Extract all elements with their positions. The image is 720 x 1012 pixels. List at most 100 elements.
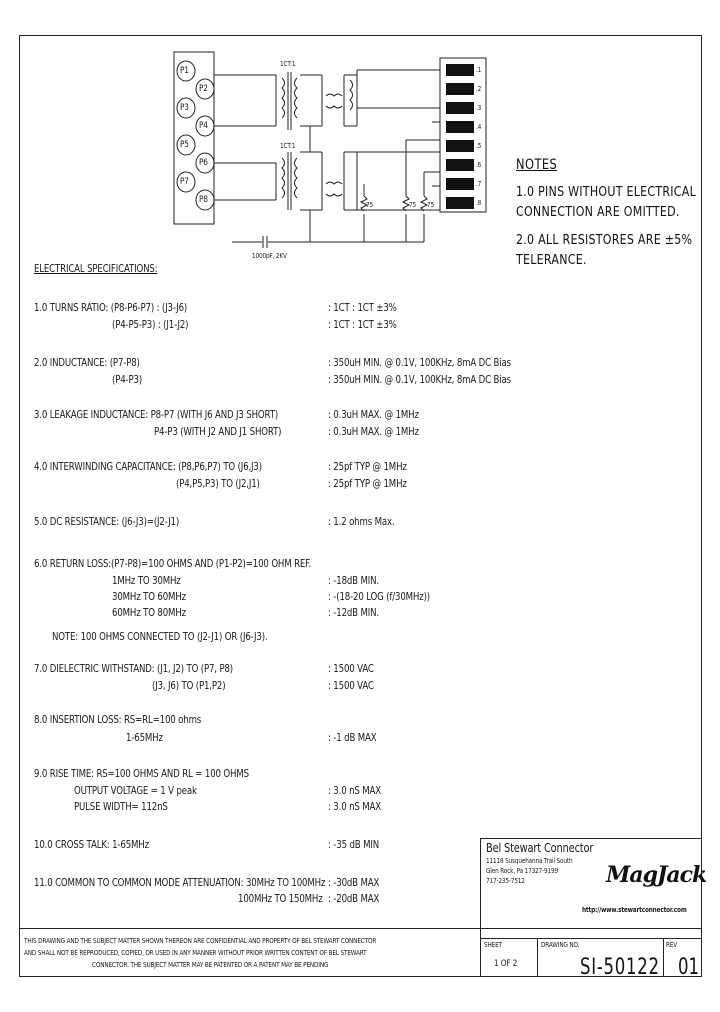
resistor-label-1: 75 <box>366 201 373 209</box>
spec-right-7: : 25pf TYP @ 1MHz <box>328 478 407 490</box>
spec-right-8: : 1.2 ohms Max. <box>328 516 395 528</box>
note-line-3: 2.0 ALL RESISTORES ARE ±5% <box>516 232 693 248</box>
spec-right-6: : 25pf TYP @ 1MHz <box>328 461 407 473</box>
titleblock-col-2 <box>537 938 538 976</box>
titleblock-left-border <box>480 838 481 938</box>
spec-left-9: 6.0 RETURN LOSS:(P7-P8)=100 OHMS AND (P1… <box>34 558 312 570</box>
spec-right-12: : -12dB MIN. <box>328 607 379 619</box>
bottom-ratio-label: 1CT:1 <box>280 142 296 150</box>
spec-left-15: (J3, J6) TO (P1,P2) <box>152 680 226 692</box>
disclaimer-line-3: CONNECTOR. THE SUBJECT MATTER MAY BE PAT… <box>92 961 329 969</box>
pad-label-7: .7 <box>476 180 482 188</box>
pin-p2 <box>195 78 215 100</box>
pin-p7 <box>176 171 196 193</box>
company-address-1: 11118 Susquehanna Trail South <box>486 857 573 865</box>
revision-label: REV <box>666 941 678 949</box>
disclaimer-line-1: THIS DRAWING AND THE SUBJECT MATTER SHOW… <box>24 937 377 945</box>
drawing-frame <box>19 35 702 977</box>
disclaimer-line-2: AND SHALL NOT BE REPRODUCED, COPIED, OR … <box>24 949 367 957</box>
pin-label-p5: P5 <box>180 140 189 150</box>
spec-left-6: 4.0 INTERWINDING CAPACITANCE: (P8,P6,P7)… <box>34 461 262 473</box>
drawing-number: SI-50122 <box>580 955 660 980</box>
pad-label-1: .1 <box>476 66 482 74</box>
pin-label-p4: P4 <box>199 121 208 131</box>
spec-left-14: 7.0 DIELECTRIC WITHSTAND: (J1, J2) TO (P… <box>34 663 233 675</box>
pad-label-4: .4 <box>476 123 482 131</box>
titleblock-top-border <box>480 838 702 839</box>
notes-title: NOTES <box>516 157 558 173</box>
pin-label-p1: P1 <box>180 66 189 76</box>
spec-right-20: : 3.0 nS MAX <box>328 801 381 813</box>
spec-left-3: (P4-P3) <box>112 374 143 386</box>
spec-right-0: : 1CT : 1CT ±3% <box>328 302 397 314</box>
capacitor-label: 1000pF, 2KV <box>252 252 287 260</box>
pin-label-p7: P7 <box>180 177 189 187</box>
resistor-label-3: 75 <box>427 201 434 209</box>
company-address-2: Glen Rock, Pa 17327-9199 <box>486 867 558 875</box>
spec-left-11: 30MHz TO 60MHz <box>112 591 186 603</box>
spec-left-19: OUTPUT VOLTAGE = 1 V peak <box>74 785 197 797</box>
pin-p3 <box>176 97 196 119</box>
pin-label-p3: P3 <box>180 103 189 113</box>
spec-left-22: 11.0 COMMON TO COMMON MODE ATTENUATION: … <box>34 877 326 889</box>
pin-p5 <box>176 134 196 156</box>
spec-right-11: : -(18-20 LOG (f/30MHz)) <box>328 591 430 603</box>
pin-label-p2: P2 <box>199 84 208 94</box>
note-line-2: CONNECTION ARE OMITTED. <box>516 204 680 220</box>
company-website[interactable]: http://www.stewartconnector.com <box>582 906 687 914</box>
spec-left-20: PULSE WIDTH= 112nS <box>74 801 168 813</box>
output-connector <box>439 57 487 213</box>
sheet-value: 1 OF 2 <box>494 959 518 969</box>
spec-left-23: 100MHz TO 150MHz <box>238 893 323 905</box>
note-line-4: TELERANCE. <box>516 252 587 268</box>
spec-note: NOTE: 100 OHMS CONNECTED TO (J2-J1) OR (… <box>52 631 268 643</box>
pad-label-8: .8 <box>476 199 482 207</box>
company-phone: 717-235-7512 <box>486 877 525 885</box>
titleblock-col-3 <box>663 938 664 976</box>
spec-right-10: : -18dB MIN. <box>328 575 379 587</box>
spec-left-18: 9.0 RISE TIME: RS=100 OHMS AND RL = 100 … <box>34 768 249 780</box>
output-pads <box>446 64 474 209</box>
spec-left-21: 10.0 CROSS TALK: 1-65MHz <box>34 839 149 851</box>
top-ratio-label: 1CT:1 <box>280 60 296 68</box>
spec-left-5: P4-P3 (WITH J2 AND J1 SHORT) <box>154 426 282 438</box>
spec-left-16: 8.0 INSERTION LOSS: RS=RL=100 ohms <box>34 714 202 726</box>
pad-label-6: .6 <box>476 161 482 169</box>
pin-label-p8: P8 <box>199 195 208 205</box>
spec-left-17: 1-65MHz <box>126 732 163 744</box>
pad-label-3: .3 <box>476 104 482 112</box>
spec-right-23: : -20dB MAX <box>328 893 380 905</box>
pin-p1 <box>176 60 196 82</box>
spec-right-14: : 1500 VAC <box>328 663 374 675</box>
spec-left-4: 3.0 LEAKAGE INDUCTANCE: P8-P7 (WITH J6 A… <box>34 409 279 421</box>
pad-label-5: .5 <box>476 142 482 150</box>
titleblock-row-border <box>480 938 702 939</box>
magjack-logo: MagJack <box>606 862 707 888</box>
sheet-label: SHEET <box>484 941 502 949</box>
spec-right-3: : 350uH MIN. @ 0.1V, 100KHz, 8mA DC Bias <box>328 374 511 386</box>
spec-left-8: 5.0 DC RESISTANCE: (J6-J3)=(J2-J1) <box>34 516 180 528</box>
company-name: Bel Stewart Connector <box>486 841 594 855</box>
spec-left-7: (P4,P5,P3) TO (J2,J1) <box>176 478 260 490</box>
resistor-label-2: 75 <box>409 201 416 209</box>
titleblock-col-1 <box>480 938 481 976</box>
spec-right-22: : -30dB MAX <box>328 877 380 889</box>
spec-left-2: 2.0 INDUCTANCE: (P7-P8) <box>34 357 140 369</box>
note-line-1: 1.0 PINS WITHOUT ELECTRICAL <box>516 184 697 200</box>
drawing-number-label: DRAWING NO. <box>541 941 580 949</box>
spec-right-2: : 350uH MIN. @ 0.1V, 100KHz, 8mA DC Bias <box>328 357 511 369</box>
spec-right-21: : -35 dB MIN <box>328 839 379 851</box>
spec-right-1: : 1CT : 1CT ±3% <box>328 319 397 331</box>
revision-number: 01 <box>678 955 699 980</box>
pad-label-2: .2 <box>476 85 482 93</box>
spec-title: ELECTRICAL SPECIFICATIONS: <box>34 263 158 275</box>
spec-right-17: : -1 dB MAX <box>328 732 377 744</box>
spec-right-4: : 0.3uH MAX. @ 1MHz <box>328 409 419 421</box>
spec-left-12: 60MHz TO 80MHz <box>112 607 186 619</box>
spec-left-1: (P4-P5-P3) : (J1-J2) <box>112 319 189 331</box>
pin-label-p6: P6 <box>199 158 208 168</box>
spec-right-15: : 1500 VAC <box>328 680 374 692</box>
spec-right-5: : 0.3uH MAX. @ 1MHz <box>328 426 419 438</box>
